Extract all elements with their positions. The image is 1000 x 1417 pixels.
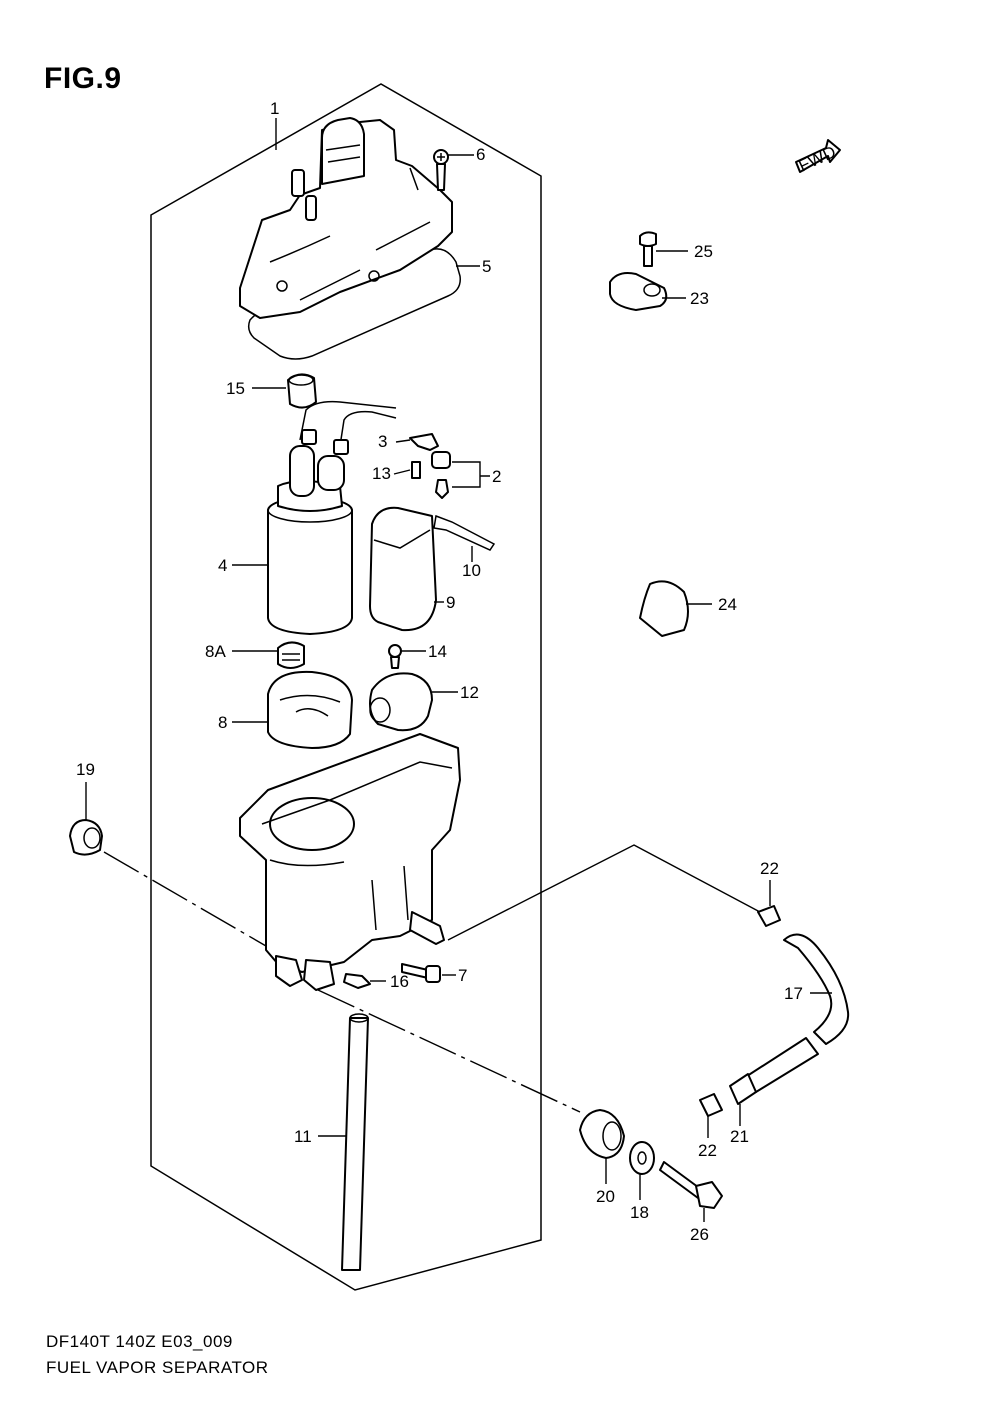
callout-22-lower: 22: [698, 1141, 717, 1160]
leader-lines: [85, 118, 832, 1222]
callout-3: 3: [378, 432, 387, 451]
hose-part-11: [341, 1017, 369, 1271]
grommet-part-15: [287, 373, 317, 409]
callout-26: 26: [690, 1225, 709, 1244]
screw-part-14: [388, 644, 402, 669]
clamp-part-22-lower: [699, 1093, 723, 1117]
hose-part-17: [783, 933, 850, 1045]
bolt-part-26: [659, 1161, 723, 1209]
callout-18: 18: [630, 1203, 649, 1222]
callout-11: 11: [294, 1127, 312, 1146]
washer-part-18: [629, 1141, 655, 1175]
callout-25: 25: [694, 242, 713, 261]
grommet-part-20: [579, 1109, 625, 1159]
callout-10: 10: [462, 561, 481, 580]
callout-9: 9: [446, 593, 455, 612]
callout-14: 14: [428, 642, 447, 661]
callout-20: 20: [596, 1187, 615, 1206]
regulator-part-12: [369, 672, 433, 732]
assembly-lines: [103, 844, 761, 1113]
screw-part-6: [433, 149, 449, 191]
fwd-arrow-icon: FWD: [795, 139, 841, 176]
screw-part-13: [411, 461, 421, 479]
caption-model: DF140T 140Z E03_009: [46, 1332, 233, 1351]
clamp-part-22-upper: [757, 905, 781, 927]
holder-part-8: [267, 670, 353, 749]
hose-part-21: [743, 1037, 819, 1093]
callout-21: 21: [730, 1127, 749, 1146]
callout-12: 12: [460, 683, 479, 702]
clip-part-24: [639, 580, 689, 637]
callout-17: 17: [784, 984, 803, 1003]
callout-16: 16: [390, 972, 409, 991]
filter-cover-part-9: [369, 506, 437, 632]
fuel-pump-part-4: [267, 400, 397, 635]
clip-part-16: [343, 973, 371, 989]
fwd-label: FWD: [796, 142, 839, 176]
bolt-part-7: [401, 963, 441, 983]
callout-23: 23: [690, 289, 709, 308]
callout-8: 8: [218, 713, 227, 732]
clamp-part-23: [609, 272, 668, 311]
callout-2: 2: [492, 467, 501, 486]
callout-6: 6: [476, 145, 485, 164]
callout-15: 15: [226, 379, 245, 398]
sensor-part-10: [433, 514, 496, 551]
callout-5: 5: [482, 257, 491, 276]
callout-8a: 8A: [205, 642, 226, 661]
callout-7: 7: [458, 966, 467, 985]
callout-labels: 1 6 5 15 3 2 13 4 10 9 8A 14 12 8 19 7 1…: [76, 99, 803, 1244]
callout-22-upper: 22: [760, 859, 779, 878]
bolt-part-25: [639, 231, 657, 267]
callout-1: 1: [270, 99, 279, 118]
callout-24: 24: [718, 595, 737, 614]
filter-part-8a: [277, 641, 305, 669]
callout-19: 19: [76, 760, 95, 779]
cover-assembly: [239, 117, 453, 319]
grommet-part-19: [69, 819, 103, 856]
assembly-box: [150, 83, 542, 1291]
figure-title: FIG.9: [44, 62, 122, 95]
callout-13: 13: [372, 464, 391, 483]
callout-4: 4: [218, 556, 227, 575]
separator-body: [239, 733, 461, 991]
caption-title: FUEL VAPOR SEPARATOR: [46, 1358, 269, 1377]
clip-part-3: [409, 433, 439, 451]
fitting-part-2: [431, 451, 451, 499]
